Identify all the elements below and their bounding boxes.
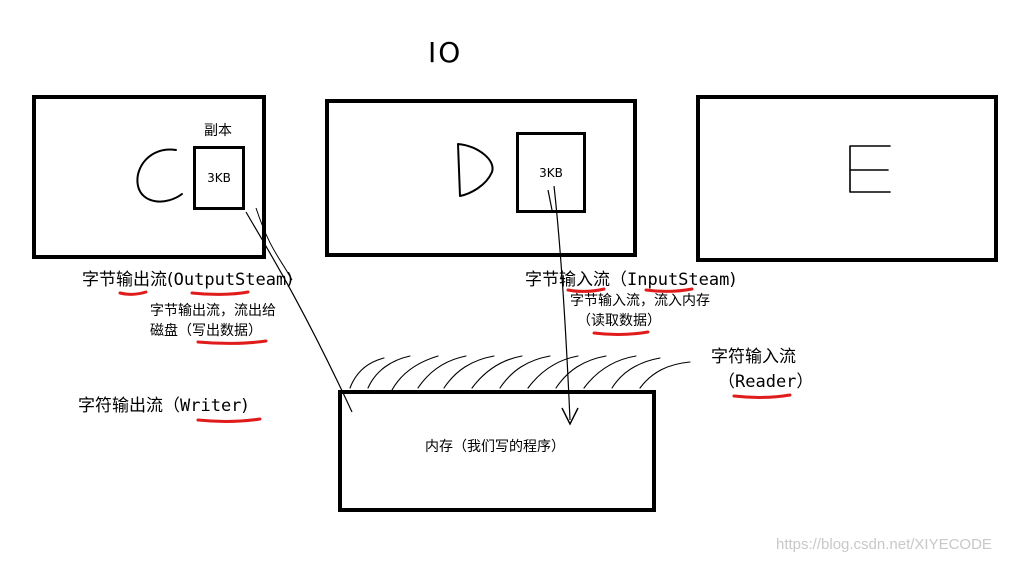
char-output-label: 字符输出流（Writer) — [78, 396, 249, 416]
drive-d-file-size: 3KB — [539, 165, 563, 180]
byte-output-label: 字节输出流(OutputSteam) — [82, 270, 293, 290]
stream-hatching — [349, 355, 691, 391]
copy-note: 副本 — [204, 123, 232, 139]
underline-writer — [196, 417, 262, 423]
byte-input-label: 字节输入流（InputSteam) — [525, 270, 736, 290]
byte-output-desc-line1: 字节输出流，流出给 — [150, 303, 276, 319]
diagram-title: IO — [428, 36, 463, 69]
memory-label: 内存（我们写的程序） — [425, 439, 565, 455]
watermark: https://blog.csdn.net/XIYECODE — [776, 536, 992, 553]
drive-e-box — [696, 95, 998, 262]
char-input-label-line1: 字符输入流 — [711, 347, 796, 367]
drive-c-file: 3KB — [193, 146, 245, 210]
drive-d-file: 3KB — [516, 132, 586, 213]
drive-c-file-size: 3KB — [207, 171, 231, 185]
underline-write-data — [196, 339, 268, 345]
underline-reader — [732, 393, 792, 399]
byte-output-desc-line2: 磁盘（写出数据） — [150, 323, 262, 339]
memory-box — [338, 390, 656, 512]
byte-input-desc-line2: （读取数据） — [577, 313, 661, 329]
byte-input-desc-line1: 字节输入流，流入内存 — [570, 293, 710, 309]
drive-d-box — [325, 99, 637, 257]
underline-outputsteam — [190, 290, 250, 296]
char-input-label-line2: （Reader） — [718, 372, 814, 392]
underline-byte-output-word — [118, 290, 148, 296]
underline-read-data — [592, 330, 650, 336]
